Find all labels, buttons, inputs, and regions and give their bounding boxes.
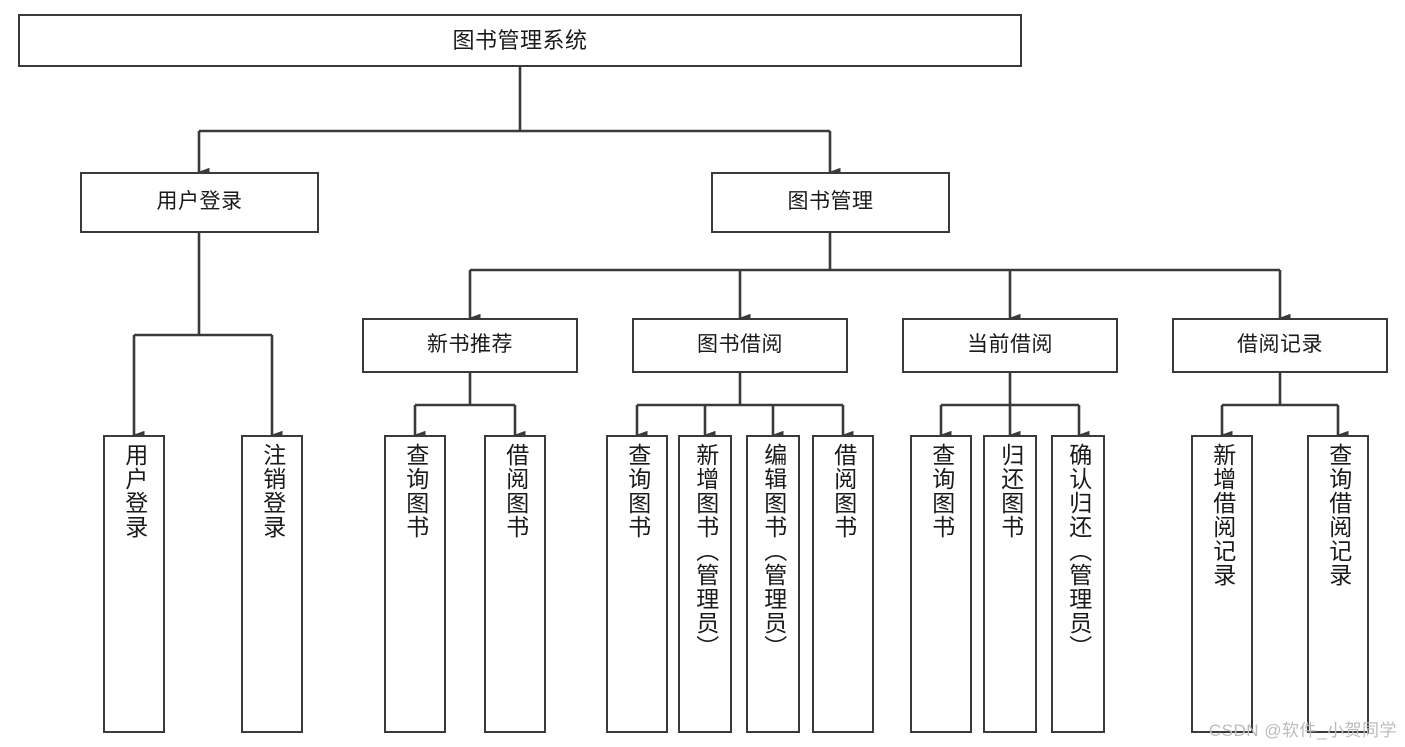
node-leaf-query-book-borrow[interactable]: 查询图书 (606, 435, 668, 733)
watermark-text: CSDN @软件_小贺同学 (1208, 721, 1397, 740)
node-book-borrow[interactable]: 图书借阅 (632, 318, 848, 373)
node-label: 新增借阅记录 (1209, 443, 1236, 587)
node-new-book-recommend[interactable]: 新书推荐 (362, 318, 578, 373)
node-label: 借阅图书 (502, 443, 529, 539)
node-current-borrow[interactable]: 当前借阅 (902, 318, 1118, 373)
node-label: 编辑图书（管理员） (760, 443, 787, 659)
node-label: 归还图书 (997, 443, 1024, 539)
node-leaf-confirm-return-admin[interactable]: 确认归还（管理员） (1051, 435, 1105, 733)
node-label: 新增图书（管理员） (692, 443, 719, 659)
node-label: 当前借阅 (967, 333, 1053, 357)
node-leaf-query-book-current[interactable]: 查询图书 (910, 435, 972, 733)
node-label: 图书管理 (787, 190, 874, 214)
node-borrow-record[interactable]: 借阅记录 (1172, 318, 1388, 373)
node-label: 新书推荐 (427, 333, 513, 357)
node-label: 图书管理系统 (452, 27, 588, 53)
node-label: 用户登录 (156, 190, 243, 214)
node-leaf-add-borrow-record[interactable]: 新增借阅记录 (1191, 435, 1253, 733)
node-leaf-add-book-admin[interactable]: 新增图书（管理员） (678, 435, 732, 733)
node-label: 用户登录 (121, 443, 148, 539)
node-label: 借阅记录 (1237, 333, 1323, 357)
node-label: 查询图书 (402, 443, 429, 539)
node-leaf-logout[interactable]: 注销登录 (241, 435, 303, 733)
node-label: 查询图书 (928, 443, 955, 539)
node-label: 图书借阅 (697, 333, 783, 357)
node-book-management[interactable]: 图书管理 (711, 172, 950, 233)
node-label: 确认归还（管理员） (1065, 443, 1092, 659)
node-leaf-edit-book-admin[interactable]: 编辑图书（管理员） (746, 435, 800, 733)
node-label: 注销登录 (259, 443, 286, 539)
node-root-book-management-system[interactable]: 图书管理系统 (18, 14, 1022, 67)
node-label: 查询图书 (624, 443, 651, 539)
node-label: 借阅图书 (830, 443, 857, 539)
node-leaf-user-login[interactable]: 用户登录 (103, 435, 165, 733)
node-leaf-query-borrow-record[interactable]: 查询借阅记录 (1307, 435, 1369, 733)
node-leaf-borrow-book[interactable]: 借阅图书 (812, 435, 874, 733)
node-leaf-borrow-book-recommend[interactable]: 借阅图书 (484, 435, 546, 733)
node-leaf-return-book[interactable]: 归还图书 (983, 435, 1037, 733)
node-label: 查询借阅记录 (1325, 443, 1352, 587)
node-leaf-query-book-recommend[interactable]: 查询图书 (384, 435, 446, 733)
node-user-login[interactable]: 用户登录 (80, 172, 319, 233)
